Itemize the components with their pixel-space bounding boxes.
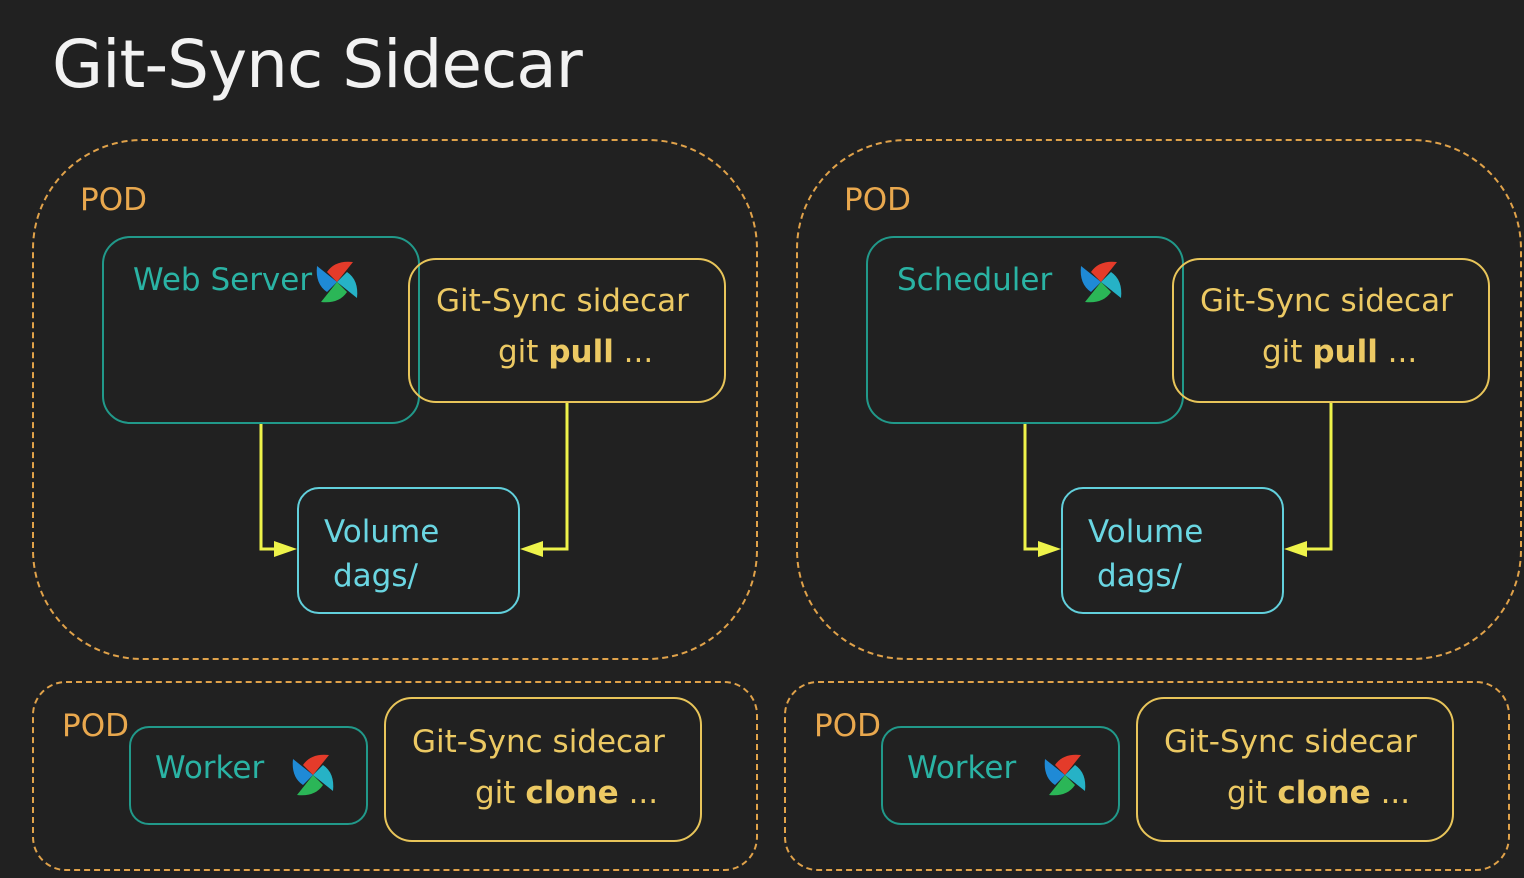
volume-path: dags/ — [1097, 558, 1182, 594]
worker-container — [881, 726, 1120, 825]
arrowhead — [1284, 541, 1307, 557]
webserver-sidecar-box — [408, 258, 726, 403]
worker-sidecar-box — [384, 697, 702, 842]
worker-container — [129, 726, 368, 825]
sidecar-command: git pull ... — [1262, 334, 1417, 370]
cmd-prefix: git — [1227, 775, 1278, 811]
page-title: Git-Sync Sidecar — [52, 26, 583, 103]
pod-label: POD — [80, 182, 147, 218]
webserver-container — [102, 236, 420, 424]
scheduler-label: Scheduler — [897, 262, 1053, 298]
volume-box — [297, 487, 520, 614]
sidecar-command: git clone ... — [1227, 775, 1410, 811]
sidecar-title: Git-Sync sidecar — [412, 724, 665, 760]
scheduler-container — [866, 236, 1184, 424]
pod-webserver — [32, 139, 758, 660]
worker-sidecar-box — [1136, 697, 1454, 842]
scheduler-sidecar-box — [1172, 258, 1490, 403]
sidecar-title: Git-Sync sidecar — [1200, 283, 1453, 319]
worker-label: Worker — [907, 750, 1017, 786]
cmd-prefix: git — [498, 334, 549, 370]
sidecar-title: Git-Sync sidecar — [436, 283, 689, 319]
volume-name: Volume — [324, 514, 440, 550]
arrowhead — [1038, 541, 1061, 557]
sidecar-command: git clone ... — [475, 775, 658, 811]
arrow-sidecar-to-volume — [540, 403, 569, 551]
pod-label: POD — [844, 182, 911, 218]
arrow-scheduler-to-volume — [1023, 424, 1042, 551]
pod-label: POD — [814, 708, 881, 744]
cmd-verb: clone — [525, 775, 619, 811]
airflow-pinwheel-icon — [292, 754, 334, 796]
airflow-pinwheel-icon — [1080, 261, 1122, 303]
arrow-webserver-to-volume — [259, 424, 278, 551]
arrowhead — [520, 541, 543, 557]
cmd-verb: clone — [1277, 775, 1371, 811]
worker-label: Worker — [155, 750, 265, 786]
webserver-label: Web Server — [133, 262, 313, 298]
arrowhead — [274, 541, 297, 557]
cmd-prefix: git — [1262, 334, 1313, 370]
airflow-pinwheel-icon — [1044, 754, 1086, 796]
cmd-suffix: ... — [613, 334, 654, 370]
sidecar-title: Git-Sync sidecar — [1164, 724, 1417, 760]
cmd-prefix: git — [475, 775, 526, 811]
cmd-suffix: ... — [1377, 334, 1418, 370]
cmd-verb: pull — [1312, 334, 1378, 370]
volume-name: Volume — [1088, 514, 1204, 550]
pod-worker-1 — [32, 681, 758, 871]
cmd-verb: pull — [548, 334, 614, 370]
volume-label: Volume dags/ — [1088, 510, 1203, 598]
volume-box — [1061, 487, 1284, 614]
airflow-pinwheel-icon — [316, 261, 358, 303]
pod-label: POD — [62, 708, 129, 744]
cmd-suffix: ... — [618, 775, 659, 811]
volume-label: Volume dags/ — [324, 510, 439, 598]
pod-worker-2 — [784, 681, 1510, 871]
sidecar-command: git pull ... — [498, 334, 653, 370]
arrow-sidecar-to-volume — [1304, 403, 1333, 551]
cmd-suffix: ... — [1370, 775, 1411, 811]
pod-scheduler — [796, 139, 1522, 660]
volume-path: dags/ — [333, 558, 418, 594]
